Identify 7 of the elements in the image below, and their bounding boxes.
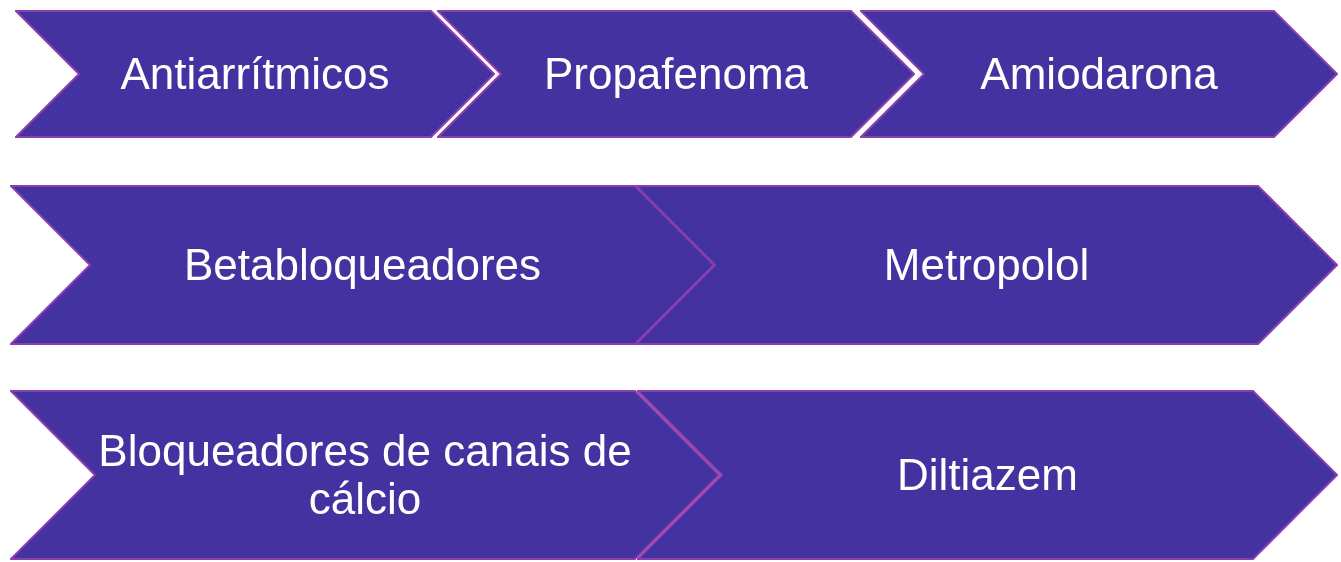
chevron-label: Bloqueadores de canais de cálcio	[97, 427, 633, 523]
chevron-label: Antiarrítmicos	[119, 50, 391, 98]
chevron-label: Betabloqueadores	[182, 241, 543, 289]
chevron-label: Propafenoma	[542, 50, 810, 98]
chevron-label: Metropolol	[882, 241, 1091, 289]
chevron-label: Diltiazem	[896, 451, 1079, 499]
chevron-label: Amiodarona	[979, 50, 1219, 98]
